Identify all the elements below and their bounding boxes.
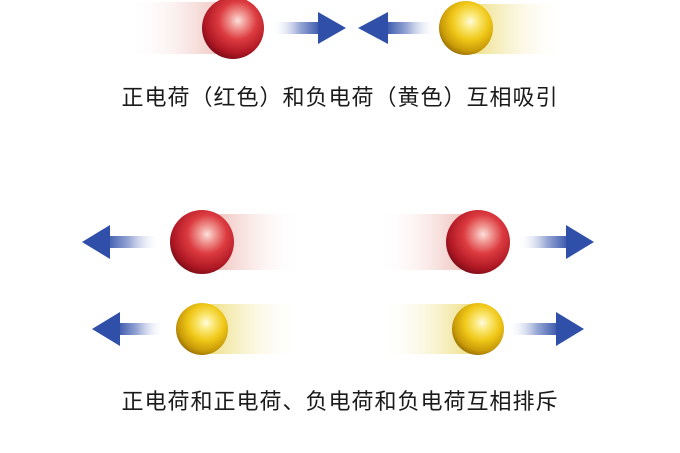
- yellow-sphere-icon: [439, 1, 493, 55]
- yellow-sphere-icon: [176, 303, 228, 355]
- arrow-left-icon: [82, 225, 160, 259]
- arrow-left-icon: [358, 12, 436, 44]
- red-sphere-icon: [170, 210, 234, 274]
- attraction-caption: 正电荷（红色）和负电荷（黄色）互相吸引: [121, 86, 559, 111]
- repulsion-caption: 正电荷和正电荷、负电荷和负电荷互相排斥: [121, 390, 559, 415]
- arrow-right-icon: [508, 312, 584, 346]
- attraction-group: [128, 0, 566, 59]
- red-sphere-icon: [202, 0, 264, 59]
- repulsion-negative-group: [92, 303, 584, 355]
- yellow-sphere-icon: [452, 303, 504, 355]
- arrow-right-icon: [272, 12, 346, 44]
- repulsion-positive-group: [82, 210, 594, 274]
- arrow-left-icon: [92, 312, 164, 346]
- red-sphere-icon: [446, 210, 510, 274]
- arrow-right-icon: [518, 225, 594, 259]
